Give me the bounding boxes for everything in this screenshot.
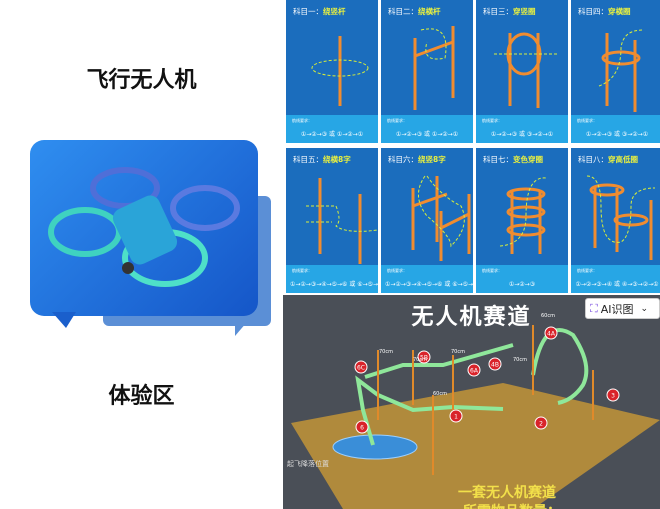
route-sequence: ①→②→③ 或 ①→②→① — [395, 131, 459, 138]
ai-scan-icon: ⛶ — [590, 301, 598, 315]
subject-panel-5: 科目五：绕横8字 航线要求： ①→②→③→④→⑤→⑥ 或 ⑥→⑤→④→③→②→① — [286, 148, 378, 293]
subject-name: 绕横8字 — [323, 155, 351, 164]
dimension-label: 70cm — [379, 349, 393, 355]
subject-panel-4: 科目四：穿横圈 航线要求： ①→②→③ 或 ③→②→① — [571, 0, 660, 143]
diagram-stacked-rings — [499, 177, 547, 254]
route-sequence: ①→②→③ 或 ①→②→① — [300, 131, 364, 138]
track-marker-label: 6A — [470, 368, 479, 375]
track-marker-label: 4B — [491, 362, 499, 369]
route-sequence: ①→②→③→④→⑤→⑥ 或 ⑥→⑤→④→③→②→① — [385, 281, 473, 288]
subject-name: 变色穿圈 — [513, 155, 543, 164]
start-label: 起飞降落位置 — [287, 460, 329, 468]
dimension-label: 70cm — [451, 349, 465, 355]
subject-label: 科目二： — [388, 7, 418, 16]
subject-label: 科目八： — [578, 155, 608, 164]
ai-recognize-button[interactable]: ⛶ AI识图 ⌄ — [585, 298, 660, 319]
route-sequence: ①→②→③→④→⑤→⑥ 或 ⑥→⑤→④→③→②→① — [290, 281, 378, 288]
track-marker — [488, 357, 502, 371]
drone-track-image: 6C 5B 6A 4B 4A 1 2 3 6 60cm 70cm 70cm 70cm 70cm 60cm 无… — [283, 295, 660, 509]
subject-name: 绕竖8字 — [418, 155, 446, 164]
requirement-label: 航线要求： — [577, 118, 597, 123]
track-title: 无人机赛道 — [411, 305, 532, 330]
chevron-down-icon: ⌄ — [640, 303, 649, 314]
route-sequence: ①→②→③ 或 ③→②→① — [585, 131, 649, 138]
track-marker — [606, 388, 620, 402]
subject-panel-1: 科目一：绕竖杆 航线要求： ①→②→③ 或 ①→②→① — [286, 0, 378, 143]
requirement-label: 航线要求： — [292, 268, 312, 273]
subject-panel-3: 科目三：穿竖圈 航线要求： ①→②→③ 或 ③→②→① — [476, 0, 568, 143]
diagram-vertical-ring — [494, 32, 558, 108]
dimension-label: 60cm — [433, 391, 447, 397]
diagram-horizontal-ring — [598, 29, 644, 112]
drone-illustration — [48, 167, 240, 287]
track-marker-label: 3 — [611, 393, 615, 400]
route-sequence: ①→②→③ — [508, 281, 536, 288]
subject-label: 科目六： — [388, 155, 418, 164]
subject-label: 科目三： — [483, 7, 513, 16]
subject-panel-2: 科目二：绕横杆 航线要求： ①→②→③ 或 ①→②→① — [381, 0, 473, 143]
requirement-label: 航线要求： — [577, 268, 597, 273]
diagram-figure8-horizontal — [306, 178, 378, 264]
route-sequence: ①→②→③→④ 或 ④→③→②→① — [575, 281, 659, 288]
track-marker — [534, 416, 548, 430]
route-sequence: ①→②→③ 或 ③→②→① — [490, 131, 554, 138]
diagram-pole — [311, 36, 369, 106]
subject-panel-6: 科目六：绕竖8字 航线要求： ①→②→③→④→⑤→⑥ 或 ⑥→⑤→④→③→②→① — [381, 148, 473, 293]
subject-panel-8: 科目八：穿高低圈 航线要求： ①→②→③→④ 或 ④→③→②→① — [571, 148, 660, 293]
dimension-label: 60cm — [541, 313, 555, 319]
drone-image-card — [30, 140, 258, 316]
subject-label: 科目一： — [293, 7, 323, 16]
track-marker-label: 5B — [420, 355, 428, 362]
subject-label: 科目五： — [293, 155, 323, 164]
dimension-label: 70cm — [413, 357, 427, 363]
title-top: 飞行无人机 — [86, 68, 197, 93]
subject-label: 科目四： — [578, 7, 608, 16]
track-marker — [354, 360, 368, 374]
requirement-label: 航线要求： — [482, 268, 502, 273]
requirement-label: 航线要求： — [292, 118, 312, 123]
track-caption-2: 所需物品数量： — [463, 501, 561, 509]
track-marker-label: 1 — [454, 414, 458, 421]
subject-label: 科目七： — [483, 155, 513, 164]
card-tail — [52, 312, 76, 328]
requirement-label: 航线要求： — [482, 118, 502, 123]
subject-name: 穿高低圈 — [608, 155, 638, 164]
subject-name: 绕竖杆 — [323, 7, 346, 16]
track-caption-1: 一套无人机赛道 — [458, 485, 556, 501]
subject-name: 穿竖圈 — [513, 7, 536, 16]
subject-name: 穿横圈 — [608, 7, 631, 16]
track-marker-label: 6C — [357, 365, 365, 372]
dimension-label: 70cm — [513, 357, 527, 363]
requirement-label: 航线要求： — [387, 268, 407, 273]
track-marker-label: 6 — [360, 425, 364, 432]
track-marker-label: 2 — [539, 421, 543, 428]
diagram-high-low-rings — [586, 175, 656, 260]
subject-panel-7: 科目七：变色穿圈 航线要求： ①→②→③ — [476, 148, 568, 293]
track-illustration: 6C 5B 6A 4B 4A 1 2 3 6 60cm 70cm 70cm 70cm 70cm 60cm — [291, 313, 660, 509]
track-marker — [417, 350, 431, 364]
track-marker — [355, 420, 369, 434]
track-marker — [544, 326, 558, 340]
track-marker — [467, 363, 481, 377]
title-bottom: 体验区 — [108, 384, 175, 409]
track-marker-label: 4A — [547, 331, 556, 338]
subject-name: 绕横杆 — [418, 7, 441, 16]
card-shadow-tail — [235, 322, 247, 336]
requirement-label: 航线要求： — [387, 118, 407, 123]
diagram-crossbar — [413, 26, 455, 110]
track-marker — [449, 409, 463, 423]
diagram-figure8-vertical — [411, 175, 471, 261]
ai-button-label: AI识图 — [600, 302, 634, 316]
